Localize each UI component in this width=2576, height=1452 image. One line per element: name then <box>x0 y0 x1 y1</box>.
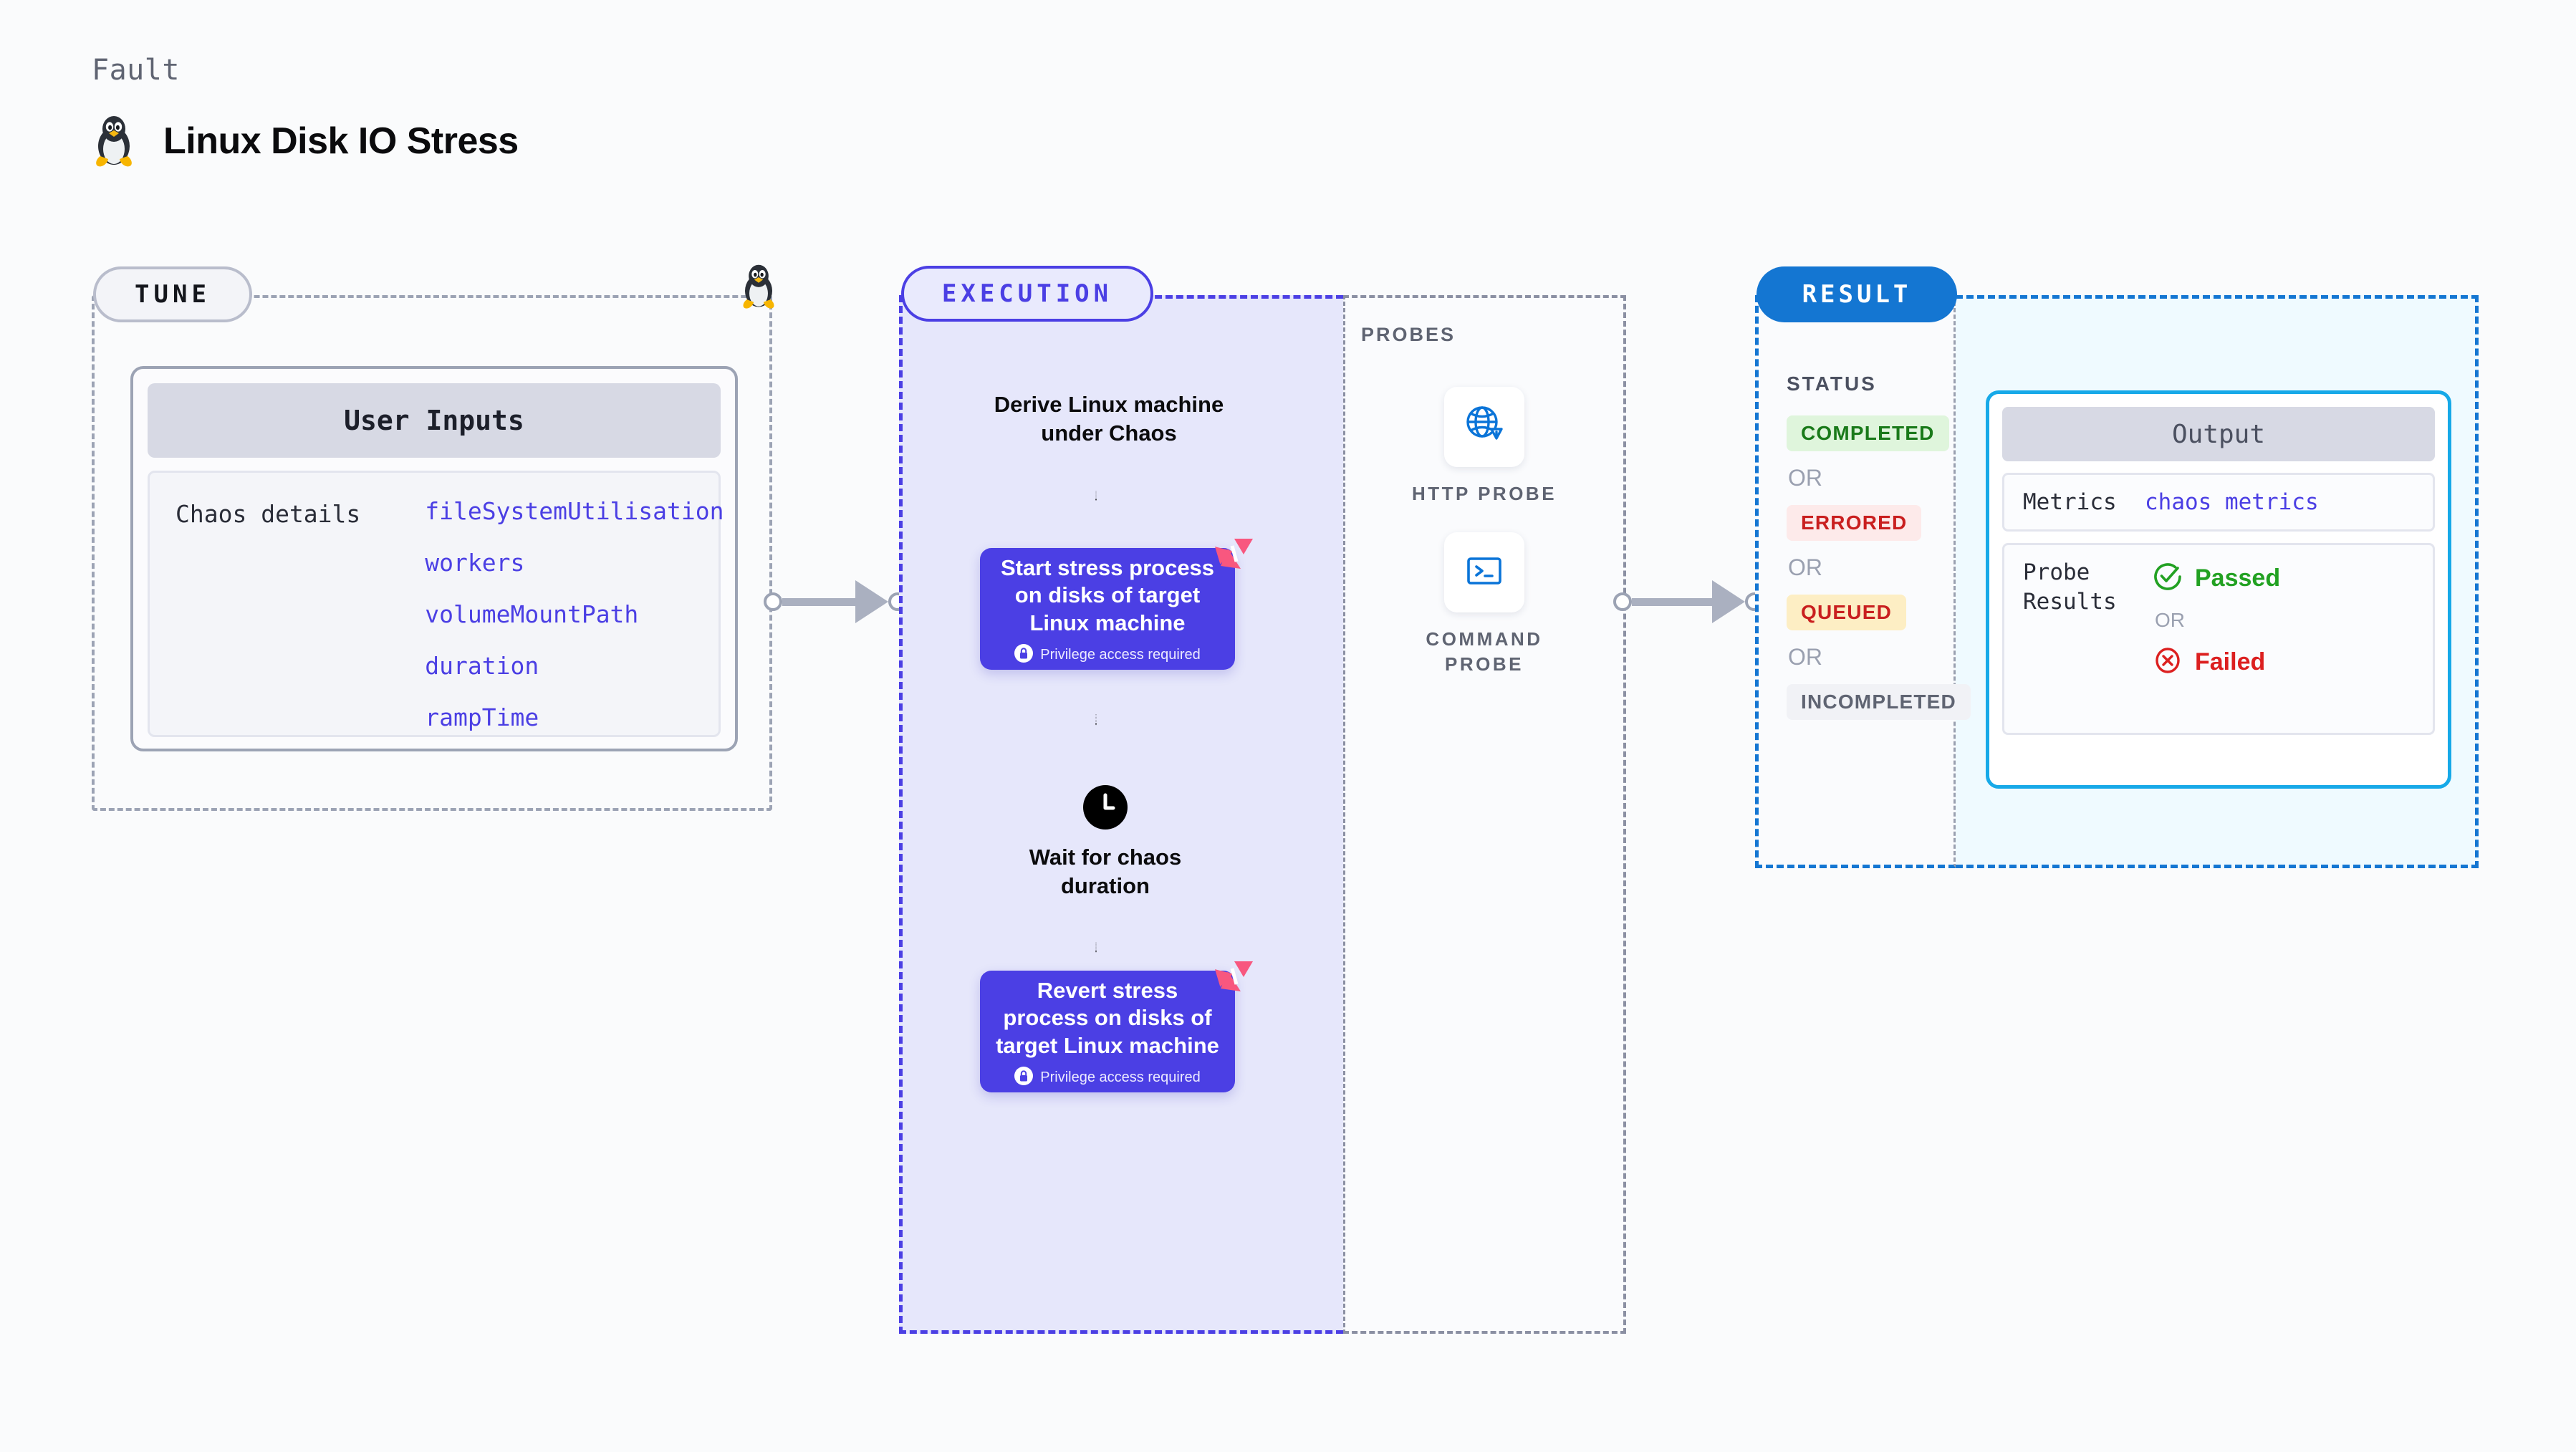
tune-panel: User Inputs Chaos details fileSystemUtil… <box>92 295 772 811</box>
status-badge: COMPLETED <box>1787 415 1949 451</box>
fault-kicker: Fault <box>92 54 180 87</box>
linux-penguin-icon <box>739 264 778 313</box>
user-inputs-card: User Inputs Chaos details fileSystemUtil… <box>130 366 738 751</box>
status-or: OR <box>1788 644 1822 670</box>
node-title: Start stress process on disks of target … <box>1000 554 1215 635</box>
status-badge: ERRORED <box>1787 505 1922 541</box>
result-status-panel <box>1755 295 1956 868</box>
privilege-note-text: Privilege access required <box>1040 1069 1201 1086</box>
lock-icon <box>1014 644 1034 666</box>
globe-warning-icon <box>1461 403 1507 452</box>
chaos-details-values: fileSystemUtilisation workers volumeMoun… <box>425 497 724 735</box>
privilege-note-text: Privilege access required <box>1040 647 1201 663</box>
connector-arrowhead <box>855 580 888 623</box>
output-card: Output Metrics chaos metrics Probe Resul… <box>1986 390 2451 789</box>
probe-tile <box>1444 532 1524 612</box>
connector-probes-to-result <box>1613 580 1764 623</box>
metrics-label: Metrics <box>2023 489 2117 515</box>
probe-results-label: Probe Results <box>2023 559 2117 615</box>
user-inputs-heading: User Inputs <box>148 383 721 458</box>
flow-arrow-down-icon <box>1095 491 1097 501</box>
probe-http[interactable]: HTTP PROBE <box>1402 387 1567 506</box>
input-param: volumeMountPath <box>425 600 639 628</box>
probe-command[interactable]: COMMAND PROBE <box>1402 532 1567 677</box>
probe-results-or: OR <box>2155 609 2185 632</box>
metrics-value: chaos metrics <box>2145 489 2319 516</box>
input-param: fileSystemUtilisation <box>425 497 724 525</box>
probe-result-passed: Passed <box>2152 561 2280 596</box>
input-param: duration <box>425 652 539 680</box>
fault-header: Linux Disk IO Stress <box>92 115 519 168</box>
status-list: COMPLETED OR ERRORED OR QUEUED OR INCOMP… <box>1787 415 1971 720</box>
execution-node-card[interactable]: Start stress process on disks of target … <box>980 548 1235 670</box>
lock-icon <box>1014 1067 1034 1089</box>
status-badge: INCOMPLETED <box>1787 684 1971 720</box>
probes-panel <box>1343 295 1626 1334</box>
input-param: workers <box>425 549 525 577</box>
probe-label: HTTP PROBE <box>1411 483 1557 504</box>
status-title: STATUS <box>1787 372 1877 395</box>
status-badge: QUEUED <box>1787 595 1906 630</box>
probe-result-failed: Failed <box>2152 645 2280 680</box>
check-circle-icon <box>2152 561 2183 596</box>
connector-dot <box>764 592 782 611</box>
execution-step-text: Wait for chaos duration <box>1029 845 1182 899</box>
execution-pill: EXECUTION <box>901 266 1153 322</box>
probes-title: PROBES <box>1361 324 1456 345</box>
passed-label: Passed <box>2195 564 2281 592</box>
input-param: rampTime <box>425 703 539 731</box>
status-or: OR <box>1788 465 1822 491</box>
chaos-details-label: Chaos details <box>176 500 361 528</box>
page-title: Linux Disk IO Stress <box>163 120 519 162</box>
output-heading: Output <box>2002 407 2435 461</box>
probe-results-values: Passed OR Failed <box>2152 561 2280 680</box>
result-pill: RESULT <box>1756 266 1957 322</box>
node-title: Revert stress process on disks of target… <box>996 977 1219 1058</box>
flow-arrow-down-icon <box>1095 942 1097 953</box>
execution-node-card[interactable]: Revert stress process on disks of target… <box>980 971 1235 1092</box>
connector-arrowhead <box>1712 580 1745 623</box>
tune-pill: TUNE <box>93 266 252 322</box>
probe-results-row: Probe Results Passed OR <box>2002 543 2435 736</box>
connector-dot <box>1613 592 1632 611</box>
clock-icon <box>1083 785 1128 833</box>
failed-label: Failed <box>2195 648 2266 676</box>
connector-line <box>1632 597 1714 606</box>
execution-step-text: Derive Linux machine under Chaos <box>994 392 1224 446</box>
linux-penguin-icon <box>92 115 136 168</box>
harness-logo-icon <box>1212 537 1253 573</box>
probe-label: COMMAND PROBE <box>1426 628 1543 675</box>
terminal-icon <box>1462 549 1506 597</box>
user-inputs-body: Chaos details fileSystemUtilisation work… <box>148 471 724 737</box>
privilege-note: Privilege access required <box>1014 1067 1201 1089</box>
connector-tune-to-execution <box>764 580 907 623</box>
connector-line <box>782 597 857 606</box>
privilege-note: Privilege access required <box>1014 644 1201 666</box>
flow-arrow-down-icon <box>1095 714 1097 726</box>
metrics-row: Metrics chaos metrics <box>2002 473 2435 532</box>
harness-logo-icon <box>1212 960 1253 996</box>
x-circle-icon <box>2152 645 2183 680</box>
probe-tile <box>1444 387 1524 467</box>
status-or: OR <box>1788 554 1822 580</box>
